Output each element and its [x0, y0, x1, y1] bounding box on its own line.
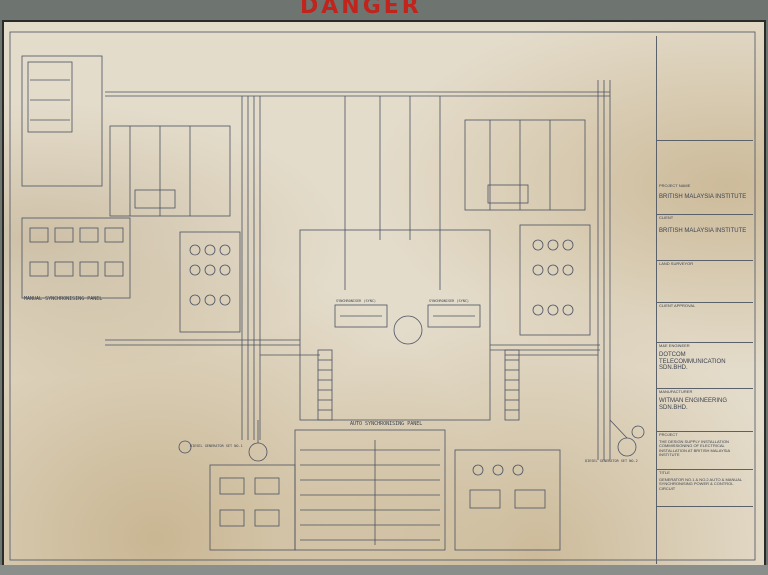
drawing-border — [9, 31, 756, 561]
tb-project-desc: THE DESIGN SUPPLY INSTALLATION COMMISSIO… — [659, 439, 730, 458]
gen-2-label: DIESEL GENERATOR SET NO.2 — [585, 459, 638, 463]
tb-consultant-label: LAND SURVEYOR — [659, 261, 694, 266]
tb-title-label: TITLE — [659, 470, 670, 475]
manual-sync-label: MANUAL SYNCHRONISING PANEL — [24, 296, 102, 302]
tb-project-name: BRITISH MALAYSIA INSTITUTE — [659, 194, 747, 200]
tb-project-label: PROJECT — [659, 432, 678, 437]
tb-divider — [657, 506, 753, 507]
tb-divider — [657, 140, 753, 141]
auto-sync-label: AUTO SYNCHRONISING PANEL — [350, 421, 422, 427]
wall-bottom-edge — [0, 565, 768, 575]
tb-contractor-label: MANUFACTURER — [659, 389, 693, 394]
tb-project-name-label: PROJECT NAME — [659, 183, 691, 188]
tb-engineer-name: DOTCOM TELECOMMUNICATION SDN.BHD. — [659, 352, 726, 372]
tb-title-desc: GENERATOR NO.1 & NO.2 AUTO & MANUAL SYNC… — [659, 477, 742, 491]
sync-unit-right-label: SYNCHRONISER (SYNC) — [429, 299, 469, 303]
generator-1-symbol — [248, 442, 268, 462]
gen-1-label: DIESEL GENERATOR SET NO.1 — [190, 444, 243, 448]
title-block: PROJECT NAME BRITISH MALAYSIA INSTITUTE … — [656, 36, 753, 564]
tb-divider — [657, 260, 753, 261]
tb-divider — [657, 214, 753, 215]
tb-divider — [657, 388, 753, 389]
tb-client: BRITISH MALAYSIA INSTITUTE — [659, 228, 747, 234]
tb-client-label: CLIENT — [659, 215, 674, 220]
danger-sign: DANGER — [300, 0, 422, 19]
tb-divider — [657, 431, 753, 432]
manual-sync-panel — [21, 217, 131, 299]
schematic-sheet — [2, 20, 766, 568]
tb-approval-label: CLIENT APPROVAL — [659, 303, 696, 308]
tb-engineer-label: M&E ENGINEER — [659, 343, 690, 348]
stain-overlay — [4, 22, 764, 566]
tb-divider — [657, 302, 753, 303]
generator-2-symbol — [617, 437, 637, 457]
auto-sync-panel — [299, 229, 491, 421]
sync-unit-left-label: SYNCHRONISER (SYNC) — [336, 299, 376, 303]
tb-contractor-name: WITMAN ENGINEERING SDN.BHD. — [659, 398, 728, 411]
tb-divider — [657, 469, 753, 470]
tb-divider — [657, 342, 753, 343]
